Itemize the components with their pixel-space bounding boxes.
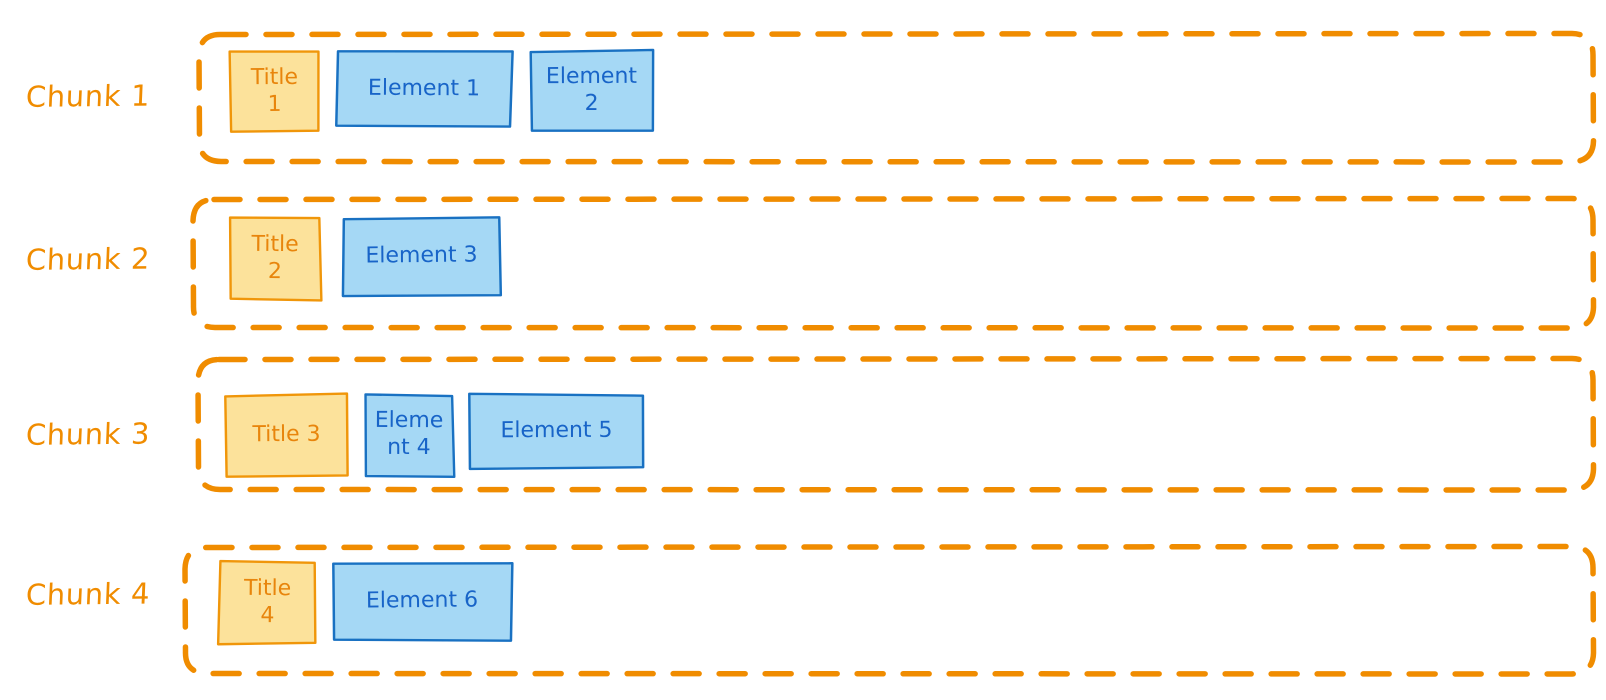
element-box-c3-2: Eleme nt 4 [361,391,457,480]
chunk-items: Title 1 Element 1 Element 2 [226,48,656,136]
element-box-c1-2: Element 1 [333,48,515,132]
title-box-c4-1: Title 4 [216,559,320,648]
chunk-container-1: Title 1 Element 1 Element 2 [196,30,1597,165]
chunk-label-4: Chunk 4 [25,576,151,612]
node-label: Title 2 [251,231,299,285]
chunk-items: Title 2 Element 3 [226,214,503,304]
chunk-items: Title 3 Eleme nt 4 Element 5 [222,391,646,480]
node-label: Title 1 [250,65,299,118]
chunk-container-3: Title 3 Eleme nt 4 Element 5 [195,355,1597,493]
node-label: Title 3 [252,421,321,448]
element-box-c3-3: Element 5 [467,391,646,473]
chunk-container-4: Title 4 Element 6 [182,543,1597,677]
node-label: Element 1 [367,75,481,102]
element-box-c4-2: Element 6 [329,558,516,645]
element-box-c2-2: Element 3 [340,213,504,299]
chunk-label-2: Chunk 2 [25,241,151,277]
title-box-c2-1: Title 2 [226,214,325,305]
chunk-container-2: Title 2 Element 3 [190,195,1597,331]
node-label: Eleme nt 4 [374,407,444,461]
title-box-c1-1: Title 1 [226,48,324,137]
title-box-c3-1: Title 3 [222,391,352,481]
node-label: Element 2 [545,64,638,117]
node-label: Element 3 [365,242,478,269]
node-label: Title 4 [243,575,292,629]
chunk-items: Title 4 Element 6 [216,559,515,647]
chunk-label-1: Chunk 1 [25,78,151,114]
node-label: Element 6 [365,587,479,614]
node-label: Element 5 [500,417,613,444]
chunk-label-3: Chunk 3 [25,416,151,452]
element-box-c1-3: Element 2 [527,48,656,134]
